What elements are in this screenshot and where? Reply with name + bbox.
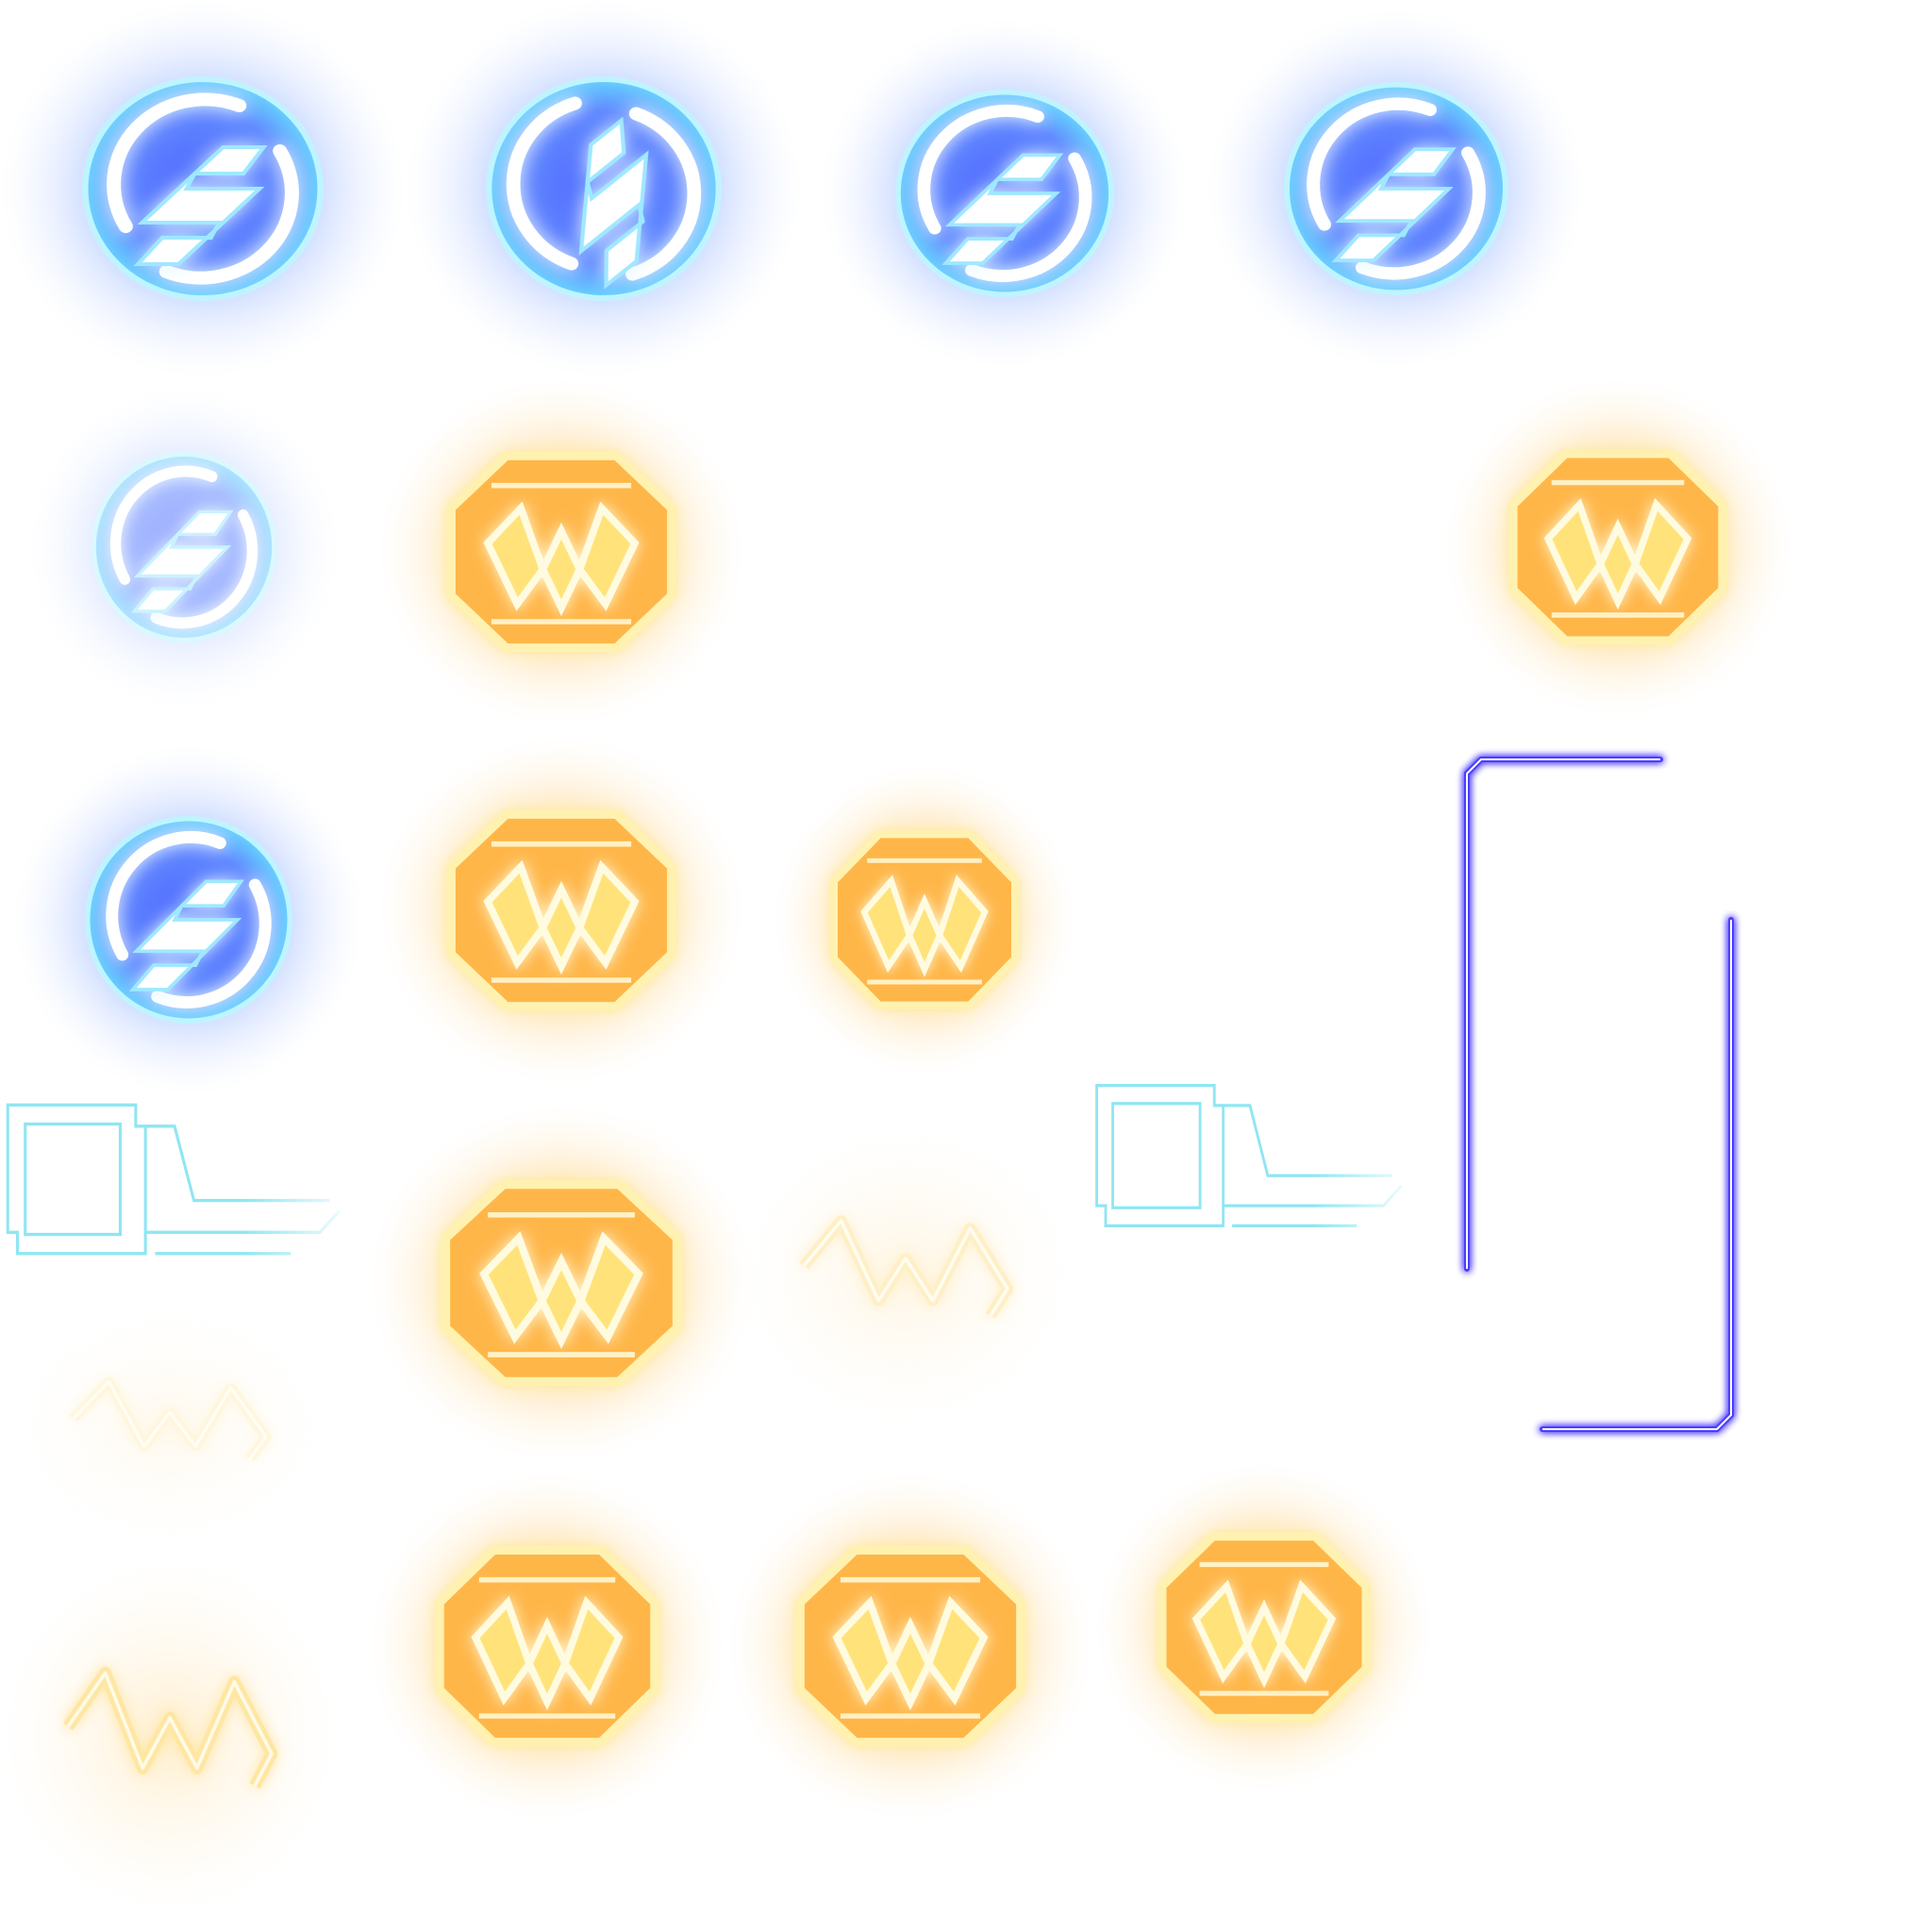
neon-corner-bracket: [1453, 745, 1670, 1283]
s-emblem-icon: [821, 19, 1189, 368]
neon-corner-bracket: [1528, 906, 1745, 1443]
s-emblem-icon: [14, 745, 363, 1094]
neon-bar: [1363, 387, 1401, 887]
neon-bar: [1118, 519, 1156, 1028]
s-emblem-icon: [0, 0, 406, 377]
w-stroke-icon: [736, 1123, 1075, 1424]
s-emblem-icon: [406, 0, 802, 377]
w-emblem-icon: [726, 1472, 1094, 1821]
w-emblem-icon: [774, 764, 1075, 1075]
s-emblem-icon: [28, 387, 340, 708]
s-emblem-icon: [1208, 9, 1585, 368]
w-stroke-icon: [0, 1557, 340, 1915]
w-emblem-icon: [368, 1472, 726, 1821]
w-emblem-icon: [377, 377, 745, 726]
w-stroke-icon: [9, 1302, 330, 1547]
hud-frame-panel: [1090, 1075, 1410, 1236]
w-emblem-icon: [377, 736, 745, 1085]
w-emblem-icon: [1443, 377, 1792, 717]
w-emblem-icon: [368, 1104, 755, 1462]
w-emblem-icon: [1094, 1462, 1434, 1792]
hud-frame-panel: [0, 1094, 349, 1264]
